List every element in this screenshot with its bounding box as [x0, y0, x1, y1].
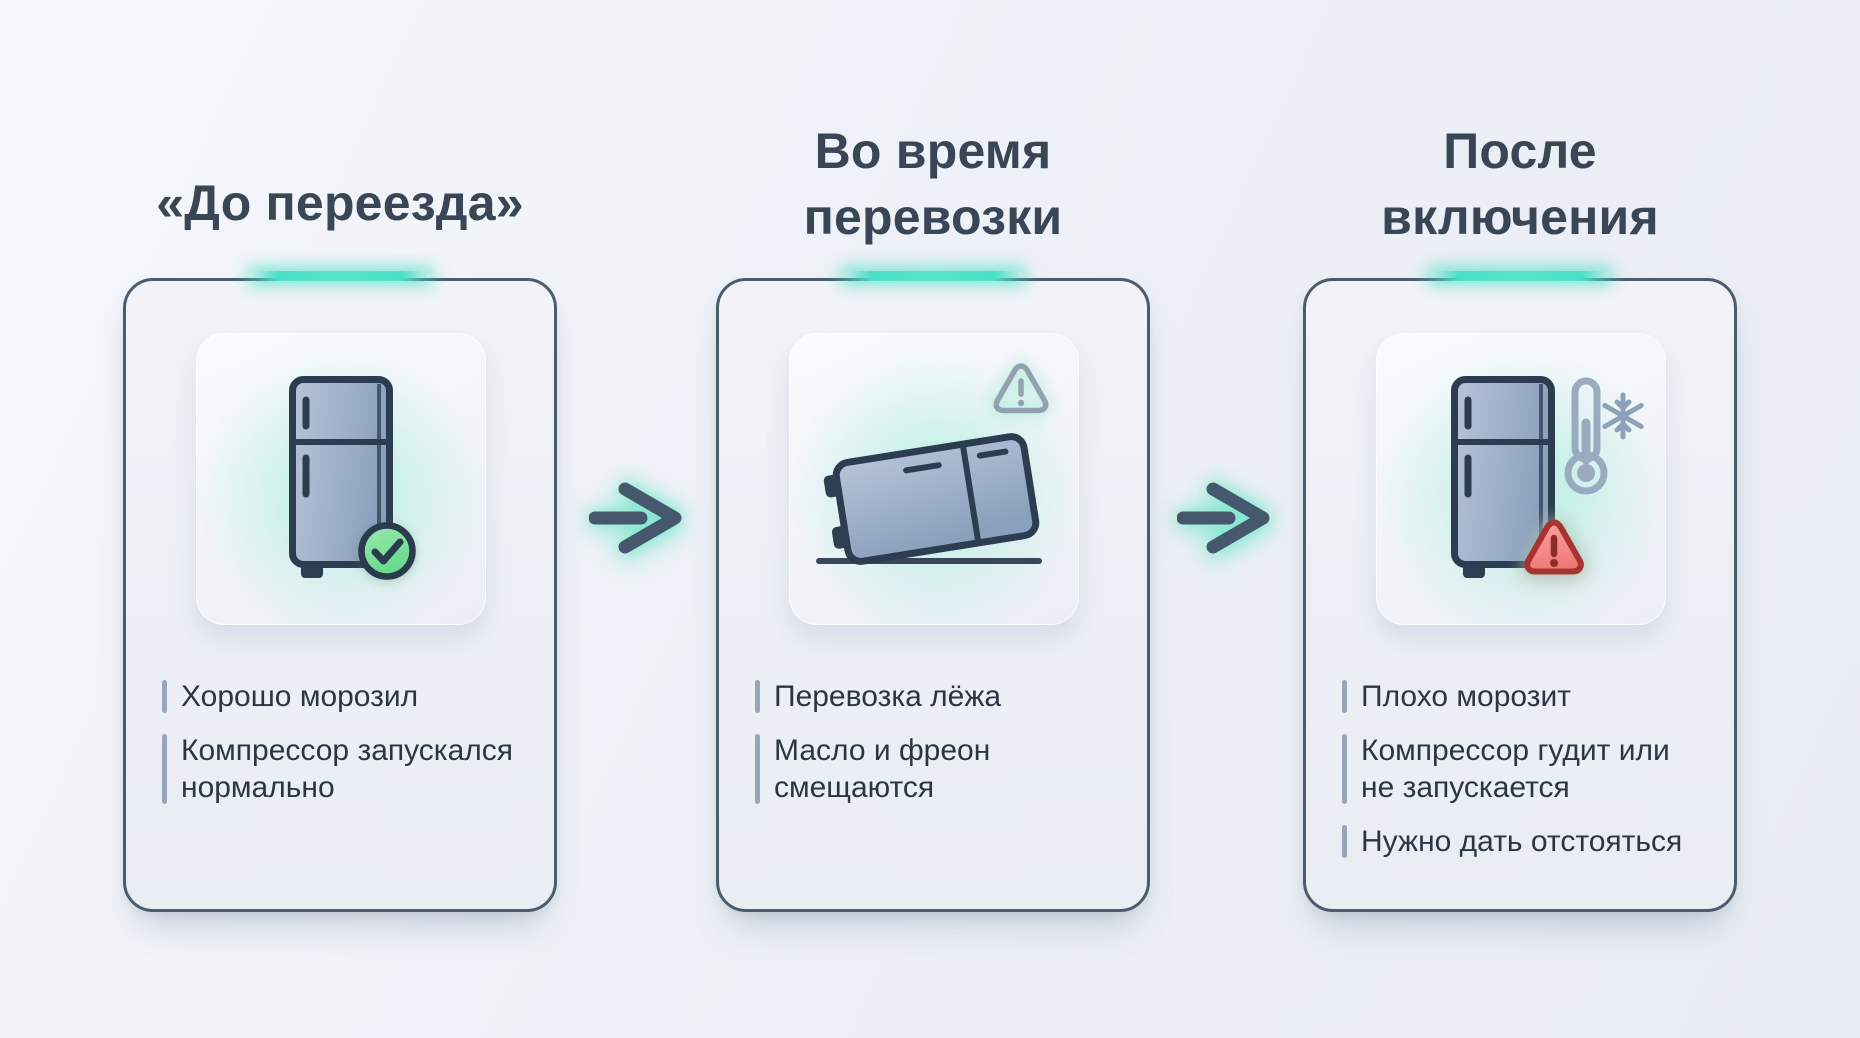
bullet-item: Хорошо морозил — [162, 678, 534, 715]
bullet-line: Компрессор запускался — [181, 734, 514, 767]
accent-bar — [843, 271, 1023, 281]
bullet-line: Масло и фреон — [774, 734, 991, 767]
stage-title-during-transport: Во время перевозки — [716, 118, 1150, 250]
warning-triangle-icon — [993, 363, 1049, 414]
icon-tile — [789, 333, 1079, 625]
bullet-line: Плохо морозит — [1361, 680, 1572, 713]
bullet-line: Перевозка лёжа — [774, 680, 1002, 713]
title-line: Во время — [814, 123, 1052, 179]
bullet-line: нормально — [181, 771, 335, 804]
title-line: После — [1443, 123, 1597, 179]
icon-tile — [1376, 333, 1666, 625]
title-line: «До переезда» — [156, 175, 524, 231]
stage-card-during-transport: Перевозка лёжа Масло и фреон смещаются — [716, 271, 1150, 912]
bullet-list: Перевозка лёжа Масло и фреон смещаются — [755, 678, 1127, 806]
bullet-list: Плохо морозит Компрессор гудит или не за… — [1342, 678, 1714, 860]
bullet-line: Нужно дать отстояться — [1361, 825, 1683, 858]
accent-bar — [250, 271, 430, 281]
stage-title-after-power-on: После включения — [1303, 118, 1737, 250]
bullet-line: не запускается — [1361, 771, 1570, 804]
bullet-item: Компрессор запускался нормально — [162, 732, 534, 806]
bullet-list: Хорошо морозил Компрессор запускался нор… — [162, 678, 534, 806]
title-line: перевозки — [803, 189, 1063, 245]
bullet-item: Масло и фреон смещаются — [755, 732, 1127, 806]
fridge-lying-icon — [816, 433, 1042, 565]
bullet-item: Плохо морозит — [1342, 678, 1714, 715]
check-icon — [358, 522, 416, 580]
icon-tile — [196, 333, 486, 625]
accent-bar — [1430, 271, 1610, 281]
bullet-item: Перевозка лёжа — [755, 678, 1127, 715]
bullet-item: Нужно дать отстояться — [1342, 823, 1714, 860]
title-line: включения — [1381, 189, 1659, 245]
fridge-icon — [289, 376, 393, 578]
fridge-icon — [1451, 376, 1555, 578]
snowflake-icon — [1602, 392, 1644, 440]
thermometer-icon — [1564, 377, 1608, 495]
flow-arrow-icon — [1177, 482, 1270, 554]
bullet-line: смещаются — [774, 771, 935, 804]
bullet-item: Компрессор гудит или не запускается — [1342, 732, 1714, 806]
alert-triangle-icon — [1524, 519, 1584, 575]
bullet-line: Хорошо морозил — [181, 680, 419, 713]
stage-card-after-power-on: Плохо морозит Компрессор гудит или не за… — [1303, 271, 1737, 912]
stage-title-before-move: «До переезда» — [123, 170, 557, 236]
flow-arrow-icon — [589, 482, 682, 554]
bullet-line: Компрессор гудит или — [1361, 734, 1670, 767]
stage-card-before-move: Хорошо морозил Компрессор запускался нор… — [123, 271, 557, 912]
thermometer-snowflake-icon — [1564, 377, 1644, 495]
